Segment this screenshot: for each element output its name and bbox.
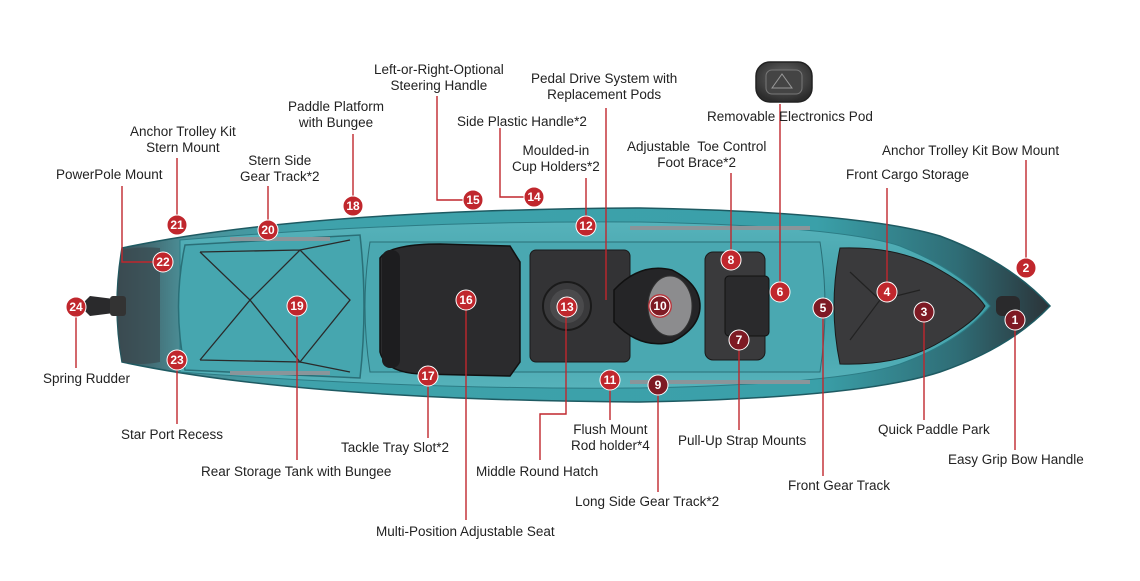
label-flush-mount-rod-holder: Flush Mount Rod holder*4 [571,422,650,453]
callout-badge-2: 2 [1015,257,1037,279]
callout-number: 14 [527,190,541,204]
callout-badge-16: 16 [455,289,477,311]
callout-badge-13: 13 [556,296,578,318]
label-adjustable-toe-control: Adjustable Toe Control Foot Brace*2 [627,139,767,170]
label-rear-storage-tank: Rear Storage Tank with Bungee [201,464,392,479]
callout-number: 24 [69,300,83,314]
label-stern-side-gear-track: Stern Side Gear Track*2 [240,153,320,184]
callout-badge-4: 4 [876,281,898,303]
callout-badge-12: 12 [575,215,597,237]
callout-number: 19 [290,299,304,313]
label-removable-electronics-pod: Removable Electronics Pod [707,109,873,124]
callout-badge-22: 22 [152,251,174,273]
callout-badge-11: 11 [599,369,621,391]
callout-number: 8 [728,253,735,267]
callout-badge-7: 7 [728,329,750,351]
callout-number: 23 [170,353,184,367]
label-spring-rudder: Spring Rudder [43,371,131,386]
label-pedal-drive-system: Pedal Drive System with Replacement Pods [531,71,678,102]
callout-number: 6 [777,285,784,299]
callout-number: 16 [459,293,473,307]
callout-badge-15: 15 [462,189,484,211]
callout-badge-21: 21 [166,214,188,236]
callout-number: 13 [560,300,574,314]
callout-number: 20 [261,223,275,237]
label-middle-round-hatch: Middle Round Hatch [476,464,599,479]
callout-number: 22 [156,255,170,269]
callout-number: 1 [1012,313,1019,327]
callout-badge-1: 1 [1004,309,1026,331]
callout-badge-19: 19 [286,295,308,317]
callout-badge-20: 20 [257,219,279,241]
label-long-side-gear-track: Long Side Gear Track*2 [575,494,720,509]
callout-badge-17: 17 [417,365,439,387]
callout-badge-10: 10 [649,295,671,317]
callout-badge-14: 14 [523,186,545,208]
label-easy-grip-bow-handle: Easy Grip Bow Handle [948,452,1084,467]
callout-badge-18: 18 [342,195,364,217]
callout-badge-23: 23 [166,349,188,371]
callout-number: 4 [884,285,891,299]
label-star-port-recess: Star Port Recess [121,427,224,442]
callout-number: 17 [421,369,435,383]
label-paddle-platform: Paddle Platform with Bungee [288,99,385,130]
label-adjustable-seat: Multi-Position Adjustable Seat [376,524,555,539]
callout-number: 21 [170,218,184,232]
callout-badge-9: 9 [647,374,669,396]
callout-badge-5: 5 [812,297,834,319]
callout-number: 15 [466,193,480,207]
electronics-pod-illustration [755,61,813,103]
label-moulded-cup-holders: Moulded-in Cup Holders*2 [512,143,600,174]
callout-number: 18 [346,199,360,213]
label-anchor-trolley-stern-mount: Anchor Trolley Kit Stern Mount [130,124,236,155]
callout-number: 7 [736,333,743,347]
callout-number: 9 [655,378,662,392]
label-powerpole-mount: PowerPole Mount [56,167,163,182]
label-front-cargo-storage: Front Cargo Storage [846,167,970,182]
label-front-gear-track: Front Gear Track [788,478,891,493]
label-steering-handle: Left-or-Right-Optional Steering Handle [374,62,504,93]
callout-number: 10 [653,299,667,313]
callout-badge-8: 8 [720,249,742,271]
kayak-hull [80,207,1052,403]
callout-number: 2 [1023,261,1030,275]
callout-badge-24: 24 [65,296,87,318]
label-anchor-trolley-bow-mount: Anchor Trolley Kit Bow Mount [882,143,1060,158]
label-side-plastic-handle: Side Plastic Handle*2 [457,114,587,129]
callout-number: 12 [579,219,593,233]
callout-badge-6: 6 [769,281,791,303]
callout-badge-3: 3 [913,301,935,323]
label-quick-paddle-park: Quick Paddle Park [878,422,990,437]
callout-number: 3 [921,305,928,319]
label-pull-up-strap-mounts: Pull-Up Strap Mounts [678,433,807,448]
callout-number: 11 [604,373,617,387]
label-tackle-tray-slot: Tackle Tray Slot*2 [341,440,450,455]
callout-number: 5 [820,301,827,315]
